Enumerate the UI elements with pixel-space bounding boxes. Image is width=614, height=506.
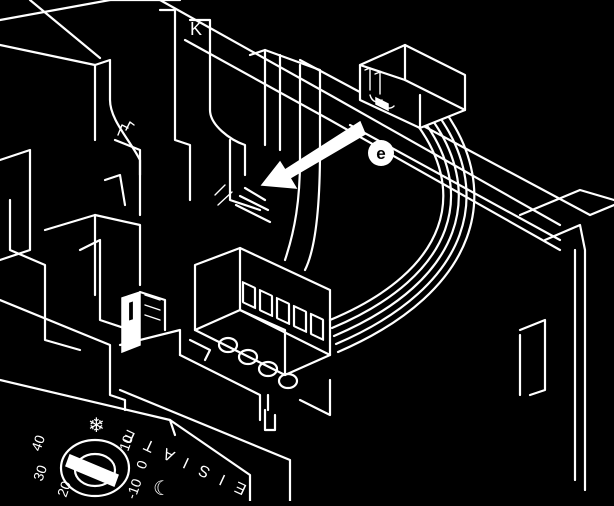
callout-badge: e	[368, 140, 394, 166]
dial-label-20: 20	[54, 479, 74, 499]
slot-block	[121, 290, 167, 354]
terminal-block	[188, 246, 332, 412]
housing-top-rails	[0, 0, 614, 252]
housing-right-panel	[518, 188, 614, 492]
dial-label-40: 40	[28, 433, 48, 453]
snowflake-icon: ❄	[88, 415, 105, 437]
dial-label-minus-10: -10	[123, 476, 145, 501]
dial-label-0: 0	[133, 458, 151, 471]
insertion-arrow	[214, 120, 366, 224]
housing-channel-walls	[93, 8, 322, 272]
dial-scale: 40 30 20 10 0 -10	[28, 433, 151, 501]
control-dial	[59, 438, 131, 498]
moon-icon: ☾	[153, 478, 171, 500]
top-mark: K	[190, 19, 202, 39]
callout-label: e	[376, 144, 385, 163]
plug-connector	[358, 43, 467, 130]
ribbon-cable	[328, 108, 476, 354]
base-plate	[0, 298, 332, 503]
dial-label-30: 30	[30, 463, 50, 483]
dial-label-10: 10	[116, 433, 136, 453]
housing-left-blocks	[0, 121, 142, 352]
